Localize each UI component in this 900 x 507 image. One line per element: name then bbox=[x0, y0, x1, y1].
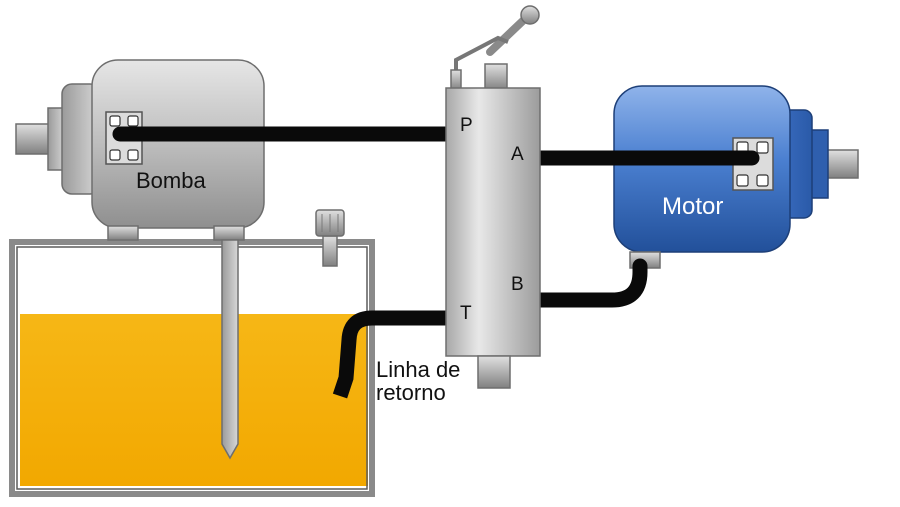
pump-shaft bbox=[15, 123, 51, 155]
port-t-label: T bbox=[460, 303, 472, 324]
motor-label: Motor bbox=[662, 193, 723, 220]
suction-pipe bbox=[221, 239, 239, 460]
tank-outline bbox=[9, 239, 375, 497]
directional-valve: P A B T bbox=[445, 5, 541, 389]
port-p-label: P bbox=[460, 115, 473, 136]
motor-body bbox=[613, 85, 791, 253]
valve-end-plug bbox=[477, 355, 511, 389]
pump-body bbox=[91, 59, 265, 229]
pump: Bomba bbox=[15, 59, 265, 460]
filler-cap-icon bbox=[315, 209, 345, 267]
pump-label: Bomba bbox=[136, 168, 206, 193]
pump-foot bbox=[213, 225, 245, 241]
oil-level bbox=[20, 314, 368, 486]
return-line-label-1: Linha de bbox=[376, 357, 460, 382]
oil-tank bbox=[9, 209, 375, 497]
pump-foot bbox=[107, 225, 139, 241]
hose-line-b bbox=[532, 258, 648, 308]
valve-handle-icon bbox=[450, 5, 540, 91]
hydraulic-motor: Motor bbox=[613, 85, 859, 269]
valve-body bbox=[445, 87, 541, 357]
hose-return-line bbox=[332, 310, 452, 399]
hoses bbox=[112, 126, 760, 399]
port-b-label: B bbox=[511, 274, 524, 295]
return-line-label-2: retorno bbox=[376, 380, 446, 405]
tank-inner-outline bbox=[16, 246, 368, 490]
port-a-label: A bbox=[511, 144, 524, 165]
